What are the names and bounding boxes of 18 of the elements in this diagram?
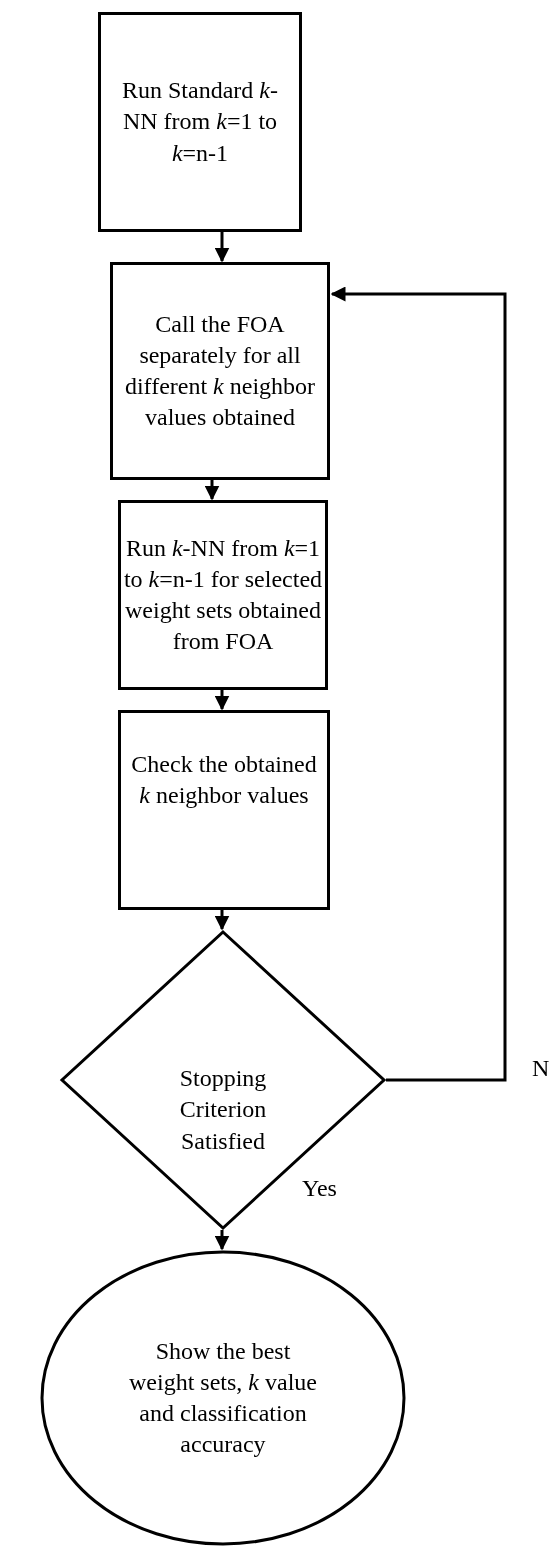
process-box (118, 710, 330, 910)
arrow (214, 1230, 230, 1251)
arrow (214, 690, 230, 711)
node-text: Call the FOA separately for all different k neighbor values obtained (123, 309, 317, 433)
decision-diamond (60, 930, 386, 1230)
arrow (204, 480, 220, 501)
arrow (214, 232, 230, 263)
process-box (98, 12, 302, 232)
arrow (330, 286, 507, 1082)
arrow (214, 910, 230, 931)
process-box (110, 262, 330, 480)
node-text: Run k-NN from k=1 to k=n-1 for selected weight sets obtained from FOA (123, 533, 323, 657)
node-text: Show the best weight sets, k value and classification accuracy (128, 1336, 318, 1460)
node-text: Run Standard k-NN from k=1 to k=n-1 (121, 76, 279, 168)
node-text: Check the obtained k neighbor values (130, 749, 318, 810)
process-box (118, 500, 328, 690)
terminal-ellipse (40, 1250, 406, 1546)
node-text: Stopping Criterion Satisfied (178, 1064, 268, 1156)
